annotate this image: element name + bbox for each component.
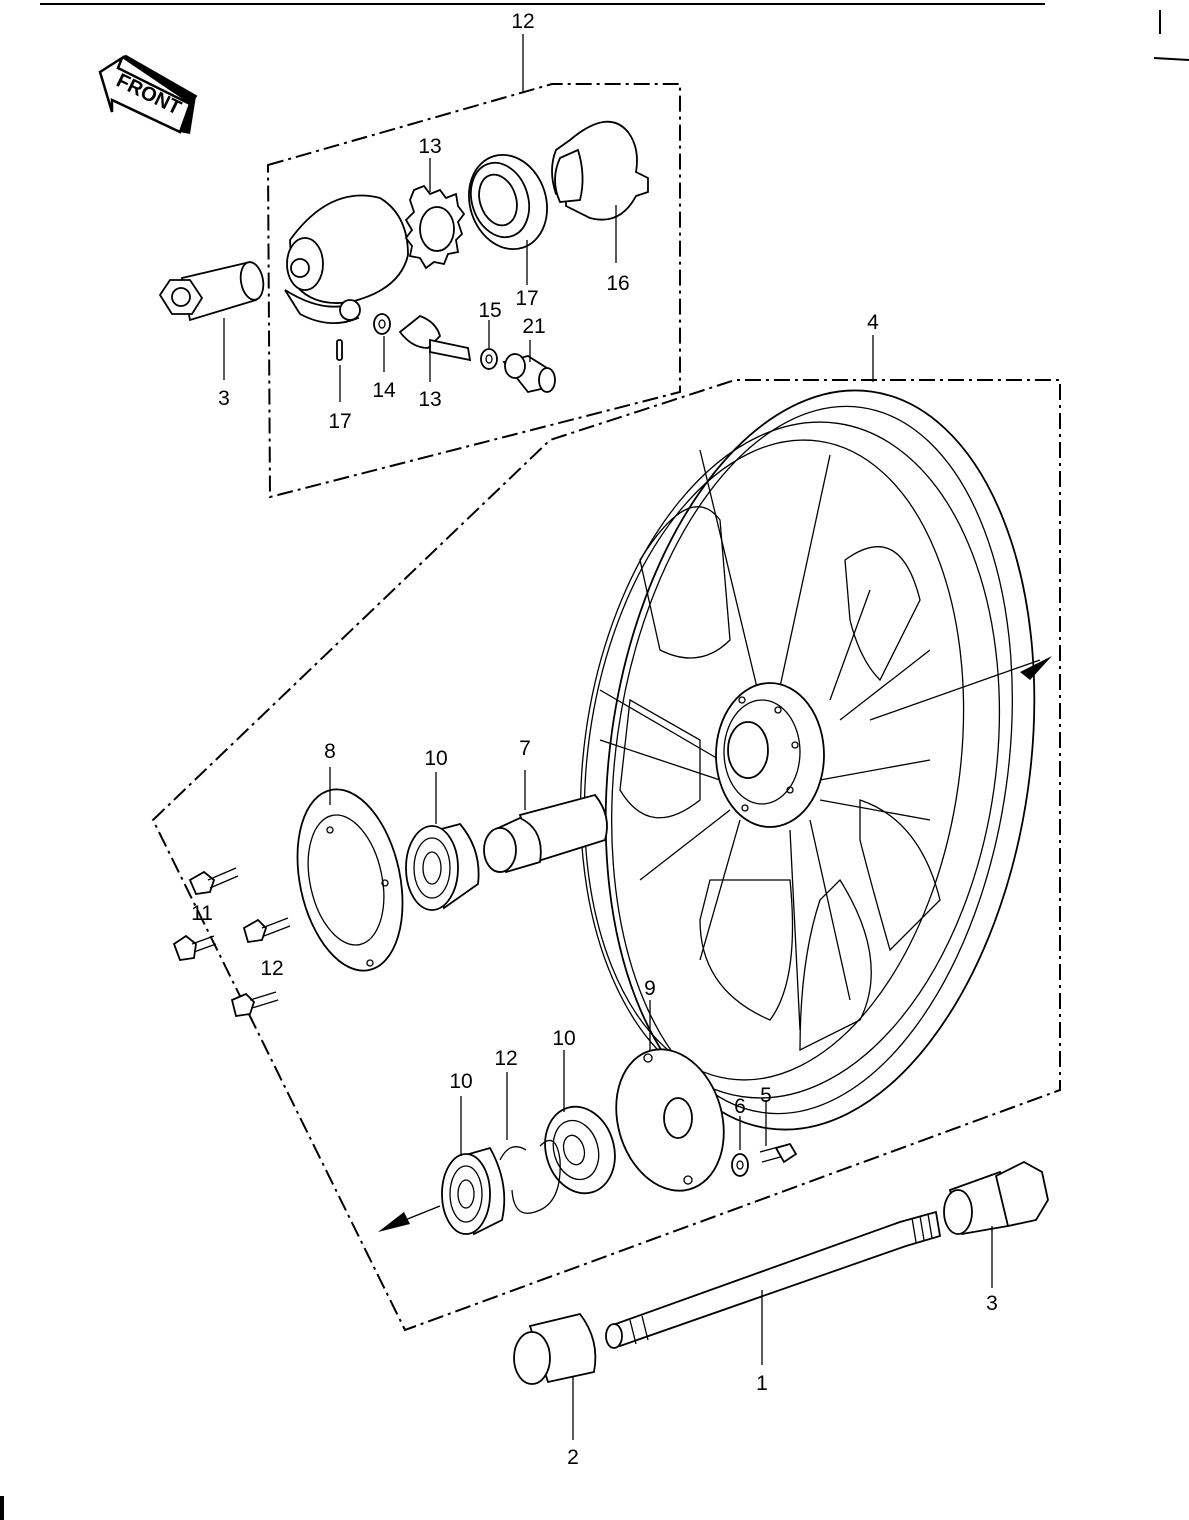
- callout-9: 9: [644, 977, 656, 1000]
- speedometer-gear-15: [404, 184, 466, 270]
- group-4-frame: [151, 379, 1061, 1332]
- bushing-21: [502, 353, 556, 394]
- drive-plate-18: [551, 120, 649, 221]
- pin-19: [336, 339, 343, 361]
- callout-10-upper: 10: [424, 747, 447, 770]
- group-14-frame: [266, 83, 681, 499]
- callout-3-lower: 3: [986, 1292, 998, 1315]
- callout-1: 1: [756, 1372, 768, 1395]
- bearing-10-lower: [441, 1146, 506, 1236]
- oil-seal-11: [544, 1105, 616, 1195]
- callout-6: 6: [734, 1095, 746, 1118]
- callout-17-right: 15: [478, 299, 501, 322]
- edge-mark: [0, 1496, 4, 1520]
- callout-15: 13: [418, 135, 441, 158]
- dust-plate-9: [615, 1048, 725, 1192]
- distance-collar-7: [483, 793, 608, 874]
- callout-14: 12: [511, 10, 534, 33]
- callout-3-upper: 3: [218, 387, 230, 410]
- axle-nut-3-upper: [158, 260, 265, 322]
- collar-2: [513, 1312, 597, 1385]
- washer-17-right: [480, 348, 498, 370]
- cast-wheel-4: [579, 389, 1036, 1131]
- callout-5: 5: [760, 1084, 772, 1107]
- axis-arrow-icon: [378, 1212, 410, 1232]
- bolt-12-c: [242, 917, 291, 944]
- callout-2: 2: [567, 1446, 579, 1469]
- edge-mark: [1153, 57, 1189, 61]
- axle-1: [605, 1210, 942, 1349]
- bolt-12-d: [230, 991, 279, 1018]
- callout-13: 12: [494, 1047, 517, 1070]
- speedometer-gear-housing: [284, 194, 409, 324]
- front-arrow-icon: FRONT: [98, 54, 198, 134]
- callout-12-b: 12: [260, 957, 283, 980]
- callout-20: 17: [515, 287, 538, 310]
- callout-19: 17: [328, 410, 351, 433]
- callout-8: 8: [324, 740, 336, 763]
- axle-nut-3-lower: [943, 1160, 1049, 1236]
- bearing-20: [468, 153, 548, 251]
- callout-18: 16: [606, 272, 629, 295]
- callout-11: 10: [552, 1027, 575, 1050]
- bearing-10-upper: [405, 822, 480, 911]
- callout-17-left: 14: [372, 379, 396, 402]
- callout-12-a: 11: [191, 902, 213, 925]
- callout-10-lower: 10: [449, 1070, 472, 1093]
- bolt-12-a: [188, 867, 239, 895]
- axis-line: [869, 659, 1041, 721]
- cover-plate-8: [296, 788, 404, 972]
- callout-4: 4: [867, 311, 879, 334]
- axis-arrow-icon: [1020, 656, 1052, 680]
- bolt-12-b: [172, 934, 217, 961]
- washer-6: [731, 1153, 749, 1177]
- screw-5: [759, 1142, 798, 1164]
- callout-21: 21: [522, 315, 545, 338]
- callout-7: 7: [519, 737, 531, 760]
- callout-16: 13: [418, 388, 441, 411]
- circlip-13: [499, 1139, 561, 1214]
- washer-17-left: [373, 313, 391, 335]
- pinion-16: [398, 314, 472, 362]
